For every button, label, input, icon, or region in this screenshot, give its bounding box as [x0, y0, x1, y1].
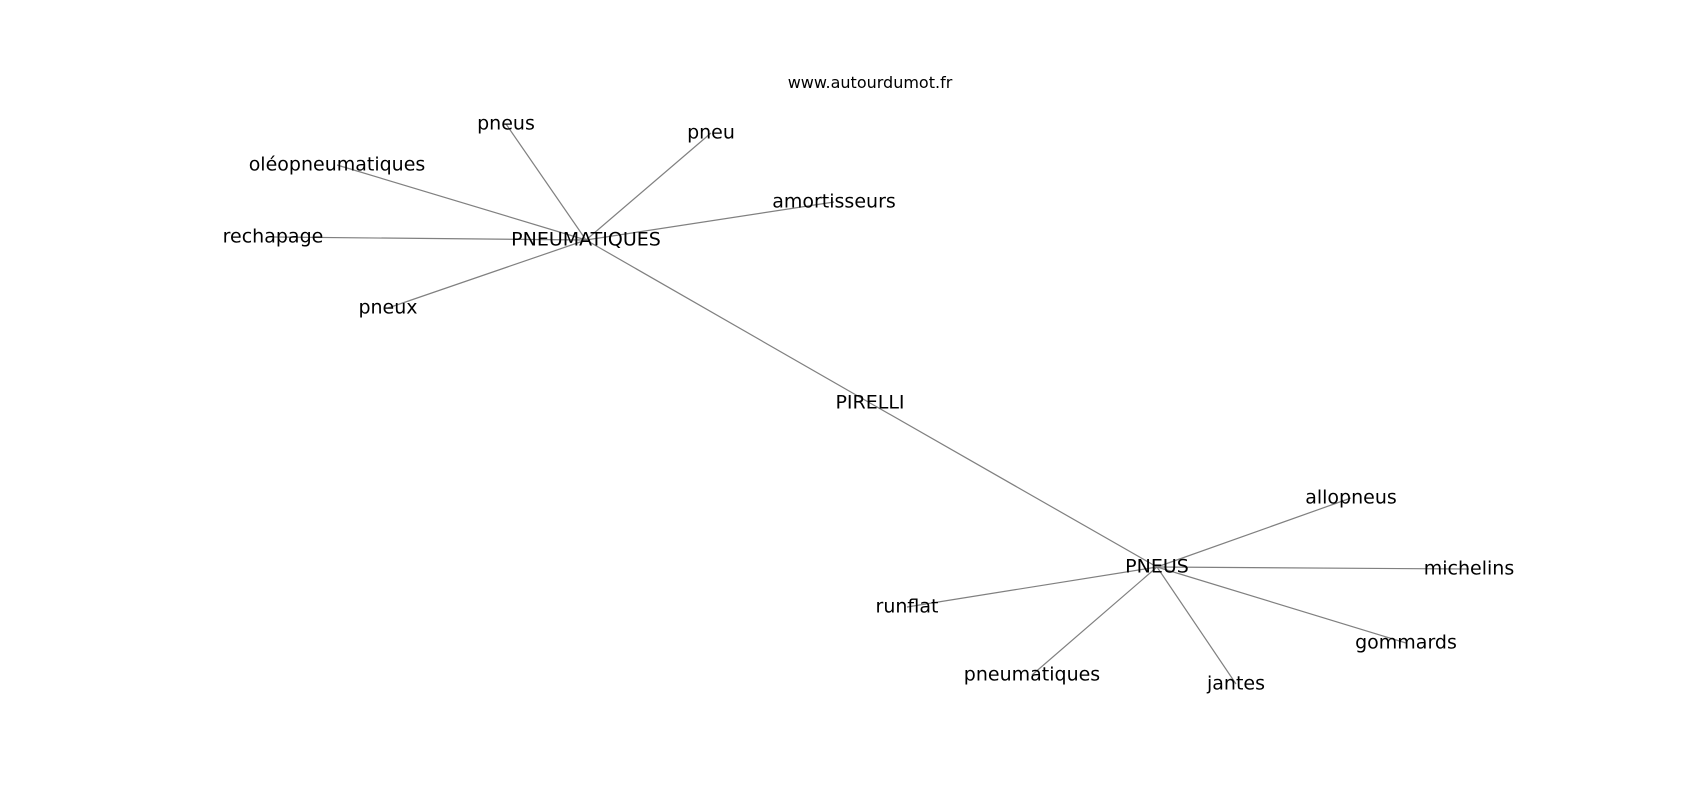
edge-pirelli-pneus_hub [869, 402, 1158, 568]
watermark: www.autourdumot.fr [788, 73, 953, 92]
edge-layer [272, 123, 1470, 685]
node-label-rechapage: rechapage [223, 226, 324, 248]
node-label-pneus_hub: PNEUS [1125, 556, 1189, 578]
node-label-pneumatiques_hub: PNEUMATIQUES [511, 229, 661, 251]
node-label-allopneus: allopneus [1305, 487, 1397, 509]
node-label-amortisseurs: amortisseurs [772, 191, 896, 213]
node-label-gommards: gommards [1355, 632, 1457, 654]
edge-pneumatiques_hub-pneus [505, 123, 587, 241]
edge-pneus_hub-jantes [1156, 566, 1237, 685]
node-label-jantes: jantes [1206, 673, 1265, 695]
node-label-pneux: pneux [358, 297, 417, 319]
edge-pneus_hub-allopneus [1156, 497, 1352, 568]
edge-pneumatiques_hub-pneux [387, 239, 587, 309]
edge-pneumatiques_hub-oleopneumatiques [336, 164, 587, 241]
node-label-pneus: pneus [477, 113, 535, 135]
edge-pneus_hub-pneumatiques [1031, 566, 1158, 676]
node-label-runflat: runflat [876, 596, 939, 618]
edge-pneumatiques_hub-pirelli [585, 239, 871, 404]
edge-pneus_hub-runflat [906, 566, 1158, 608]
edge-pneumatiques_hub-rechapage [272, 236, 587, 241]
node-label-pirelli: PIRELLI [835, 392, 904, 414]
node-label-michelins: michelins [1424, 558, 1514, 580]
node-label-pneumatiques: pneumatiques [964, 664, 1100, 686]
edge-pneumatiques_hub-pneu [585, 132, 712, 241]
edge-pneus_hub-gommards [1156, 566, 1407, 644]
edge-pneumatiques_hub-amortisseurs [585, 201, 835, 241]
node-label-oleopneumatiques: oléopneumatiques [249, 154, 426, 176]
label-layer: PIRELLI PNEUMATIQUES PNEUS pneus pneu oléopne… [223, 113, 1515, 695]
node-label-pneu: pneu [687, 122, 735, 144]
edge-pneus_hub-michelins [1156, 566, 1470, 570]
